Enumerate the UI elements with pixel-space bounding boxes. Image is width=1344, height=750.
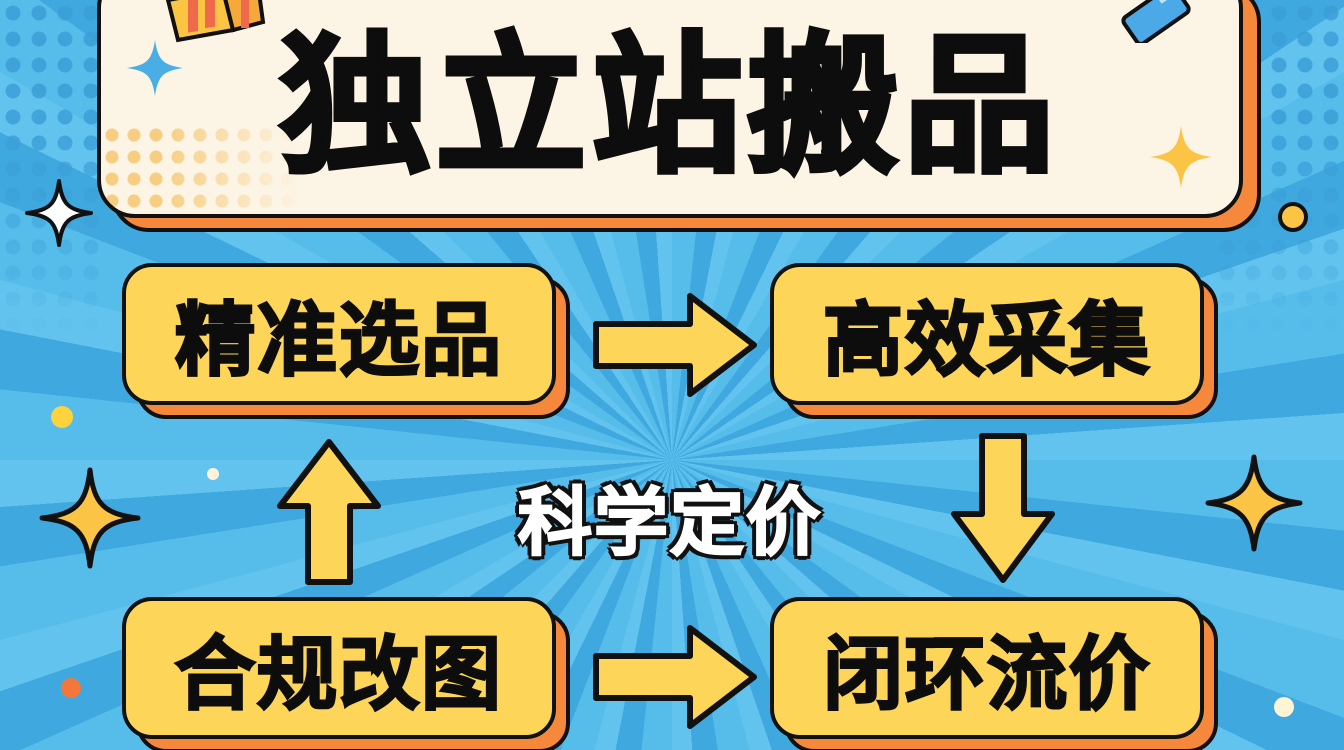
sparkle-icon — [39, 467, 141, 569]
step-label: 精准选品 — [122, 263, 556, 405]
step-label: 高效采集 — [770, 263, 1204, 405]
step-label: 闭环流价 — [770, 597, 1204, 739]
dot-icon — [1274, 697, 1294, 717]
sparkle-icon — [127, 40, 183, 96]
halftone-dots-left — [0, 0, 110, 340]
sparkle-icon — [25, 179, 93, 247]
sparkle-icon — [1150, 126, 1212, 188]
step-box-efficient-collection: 高效采集 — [770, 263, 1218, 419]
arrow-right-icon — [593, 625, 757, 729]
blue-card-icon — [1121, 0, 1191, 43]
step-box-closed-loop: 闭环流价 — [770, 597, 1218, 750]
center-label-scientific-pricing: 科学定价 — [517, 479, 822, 567]
sparkle-icon — [1205, 454, 1303, 552]
page-title: 独立站搬品 — [277, 20, 1060, 195]
dot-icon — [1278, 202, 1308, 232]
dot-icon — [207, 468, 219, 480]
title-banner: 独立站搬品 — [97, 0, 1261, 232]
title-halftone-dots — [101, 124, 301, 214]
step-box-select-products: 精准选品 — [122, 263, 570, 419]
step-label: 合规改图 — [122, 597, 556, 739]
arrow-right-icon — [593, 293, 757, 397]
dot-icon — [61, 678, 81, 698]
dot-icon — [51, 406, 73, 428]
title-banner-face: 独立站搬品 — [97, 0, 1243, 218]
arrow-down-icon — [951, 433, 1055, 583]
gift-box-icon — [165, 0, 266, 43]
step-box-compliant-image-editing: 合规改图 — [122, 597, 570, 750]
arrow-up-icon — [277, 439, 381, 585]
